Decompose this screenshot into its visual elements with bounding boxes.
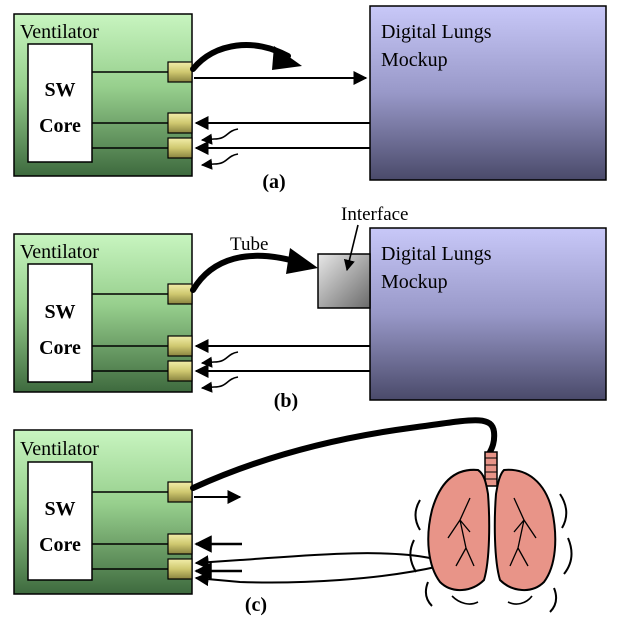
ventilator-label: Ventilator [20,241,99,263]
panel-c: Ventilator SW Core [13,417,573,616]
input-port [167,360,193,382]
panel-caption: (c) [245,594,267,616]
sw-core-label-line2: Core [39,115,81,137]
ventilator-label: Ventilator [20,438,99,460]
panel-caption: (a) [262,171,285,193]
lungs-icon [409,451,573,613]
sw-core-label-line2: Core [39,337,81,359]
sw-core-label-line1: SW [44,301,75,323]
interface-pointer-arrow [343,224,359,272]
squiggle-arrow [200,153,239,170]
lung-feedback-curve [194,565,441,587]
panel-caption: (b) [274,390,298,412]
lung-feedback-curve [194,552,431,570]
sw-core-box [27,263,93,383]
mockup-label-line2: Mockup [381,271,448,293]
tube-curve [190,252,301,293]
output-port [167,61,193,83]
input-port [167,558,193,580]
tube-arrowhead [272,46,302,70]
mockup-label-line1: Digital Lungs [381,21,492,43]
sw-core-label-line2: Core [39,534,81,556]
input-port [167,335,193,357]
interface-box [317,253,371,309]
squiggle-arrow [200,376,239,393]
panel-b: Ventilator SW Core Tube Digital Lungs Mo… [13,204,607,412]
squiggle-arrow [200,128,239,145]
interface-label: Interface [341,204,409,225]
tube-curve [190,417,498,491]
sw-core-box [27,43,93,163]
input-port [167,112,193,134]
mockup-label-line2: Mockup [381,49,448,71]
input-port [167,533,193,555]
tube-arrowhead [286,248,318,274]
output-port [167,283,193,305]
digital-lungs-mockup-box [369,5,607,181]
sw-core-label-line1: SW [44,79,75,101]
ventilator-label: Ventilator [20,21,99,43]
digital-lungs-mockup-box [369,227,607,401]
output-port [167,481,193,503]
tube-label: Tube [230,234,268,255]
sw-core-box [27,461,93,581]
mockup-label-line1: Digital Lungs [381,243,492,265]
sw-core-label-line1: SW [44,498,75,520]
input-port [167,137,193,159]
squiggle-arrow [200,351,239,368]
panel-a: Ventilator SW Core Digital Lungs Mockup … [13,5,607,193]
